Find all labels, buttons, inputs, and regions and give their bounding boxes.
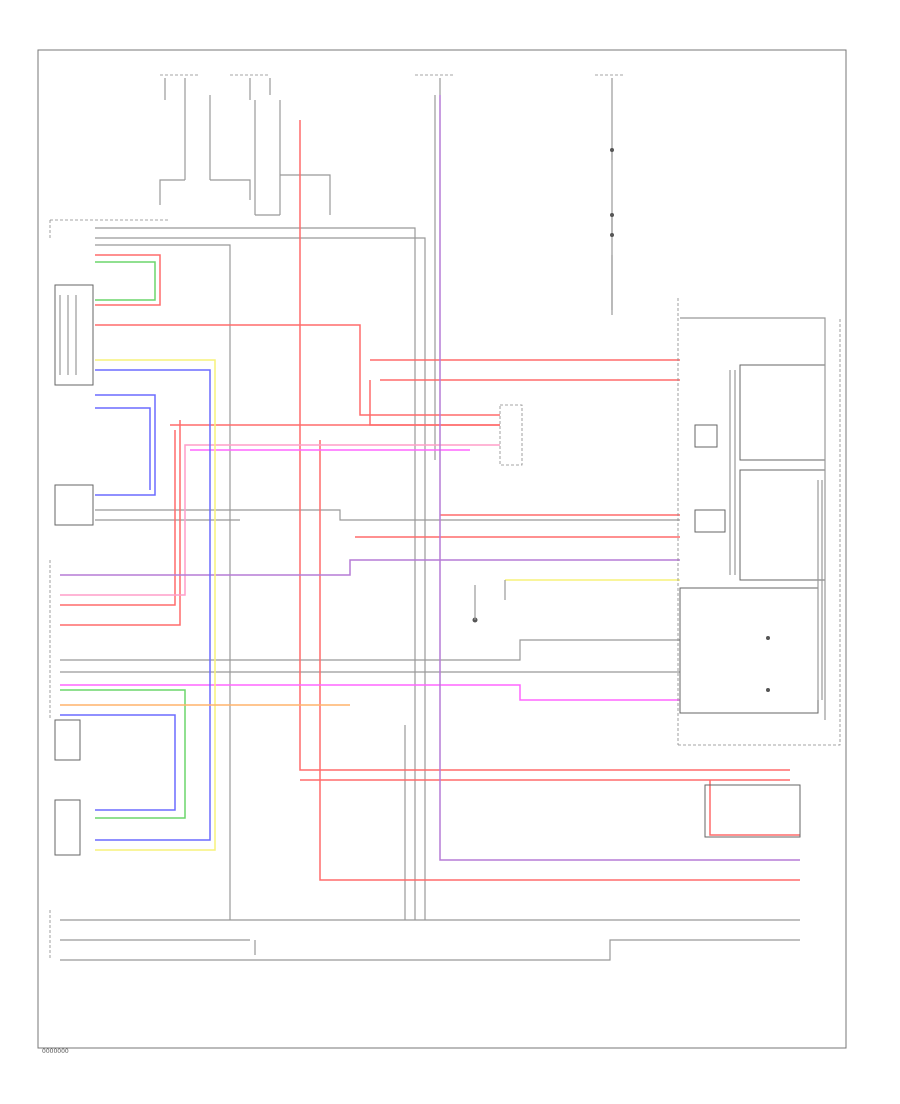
meter-driver (694, 509, 726, 533)
wire-harness (60, 95, 800, 961)
meter-cell-indicators (679, 587, 819, 714)
right-sensor-box (704, 784, 801, 838)
yaw-rate-sensor-box (54, 484, 94, 526)
diagram-frame (37, 49, 847, 1049)
meter-cell-speedometer (739, 469, 826, 581)
meter-cell-upper (739, 364, 826, 461)
ecu-box (54, 719, 81, 761)
meter-relay (694, 424, 718, 448)
power-sources (159, 74, 625, 460)
junction-connector (499, 404, 523, 466)
left-connectors (49, 219, 170, 960)
data-link-box (54, 799, 81, 856)
combination-switch-box (54, 284, 94, 386)
combination-meter (677, 298, 841, 746)
footer-code: 0000000 (42, 1048, 69, 1055)
